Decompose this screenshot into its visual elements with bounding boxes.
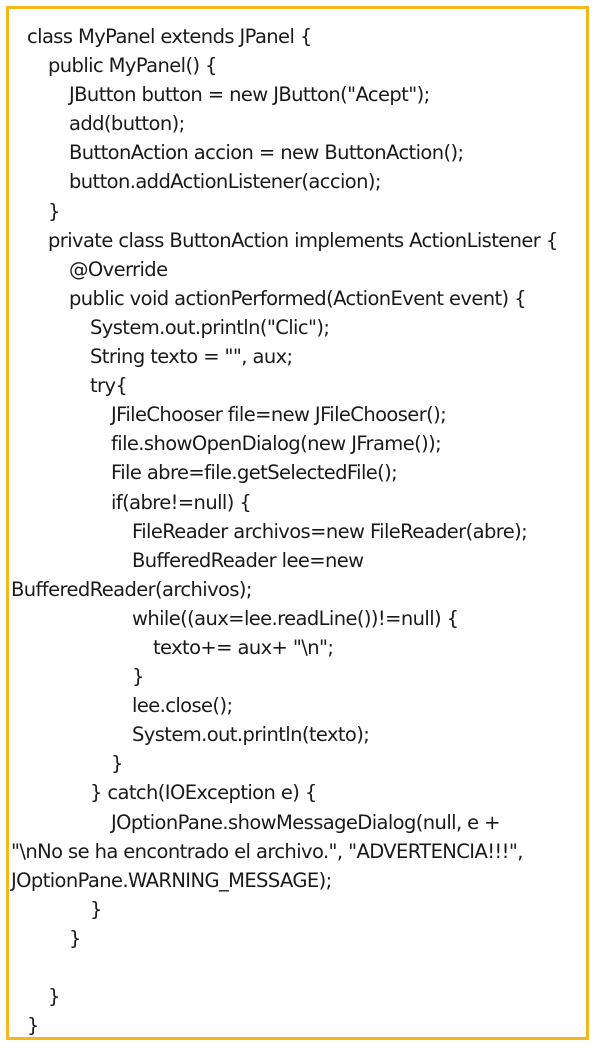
code-listing: class MyPanel extends JPanel { public MyP… bbox=[11, 22, 580, 1040]
code-line: ButtonAction accion = new ButtonAction()… bbox=[69, 141, 464, 165]
code-line: } bbox=[48, 985, 60, 1009]
code-line: JOptionPane.WARNING_MESSAGE); bbox=[11, 868, 332, 892]
code-line: public void actionPerformed(ActionEvent … bbox=[69, 286, 527, 310]
code-line: File abre=file.getSelectedFile(); bbox=[111, 461, 398, 485]
code-line: } catch(IOException e) { bbox=[90, 781, 317, 805]
code-line: try{ bbox=[90, 374, 128, 398]
code-line: lee.close(); bbox=[132, 694, 233, 718]
code-line: } bbox=[27, 1014, 39, 1038]
code-line: JOptionPane.showMessageDialog(null, e + bbox=[111, 810, 500, 834]
code-line: System.out.println("Clic"); bbox=[90, 315, 330, 339]
code-line bbox=[27, 953, 580, 982]
code-line: "\nNo se ha encontrado el archivo.", "AD… bbox=[11, 839, 523, 863]
code-line: texto+= aux+ "\n"; bbox=[153, 635, 334, 659]
code-line: if(abre!=null) { bbox=[111, 490, 252, 514]
code-listing-frame: class MyPanel extends JPanel { public MyP… bbox=[6, 6, 589, 1040]
code-line: String texto = "", aux; bbox=[90, 345, 293, 369]
code-line: FileReader archivos=new FileReader(abre)… bbox=[132, 519, 528, 543]
code-line: } bbox=[90, 897, 102, 921]
code-line: button.addActionListener(accion); bbox=[69, 170, 381, 194]
code-line: } bbox=[132, 665, 144, 689]
code-line: JFileChooser file=new JFileChooser(); bbox=[111, 403, 447, 427]
code-line: BufferedReader lee=new bbox=[132, 548, 364, 572]
code-line: private class ButtonAction implements Ac… bbox=[48, 228, 558, 252]
code-line: add(button); bbox=[69, 112, 185, 136]
code-line: @Override bbox=[69, 257, 168, 281]
code-line: } bbox=[69, 926, 81, 950]
code-line: JButton button = new JButton("Acept"); bbox=[69, 83, 430, 107]
code-line: } bbox=[48, 199, 60, 223]
code-line: BufferedReader(archivos); bbox=[11, 577, 252, 601]
code-line: public MyPanel() { bbox=[48, 54, 217, 78]
code-line: class MyPanel extends JPanel { bbox=[27, 25, 312, 48]
code-line: while((aux=lee.readLine())!=null) { bbox=[132, 606, 459, 630]
code-line: System.out.println(texto); bbox=[132, 723, 370, 747]
code-line: file.showOpenDialog(new JFrame()); bbox=[111, 432, 442, 456]
code-line: } bbox=[111, 752, 123, 776]
